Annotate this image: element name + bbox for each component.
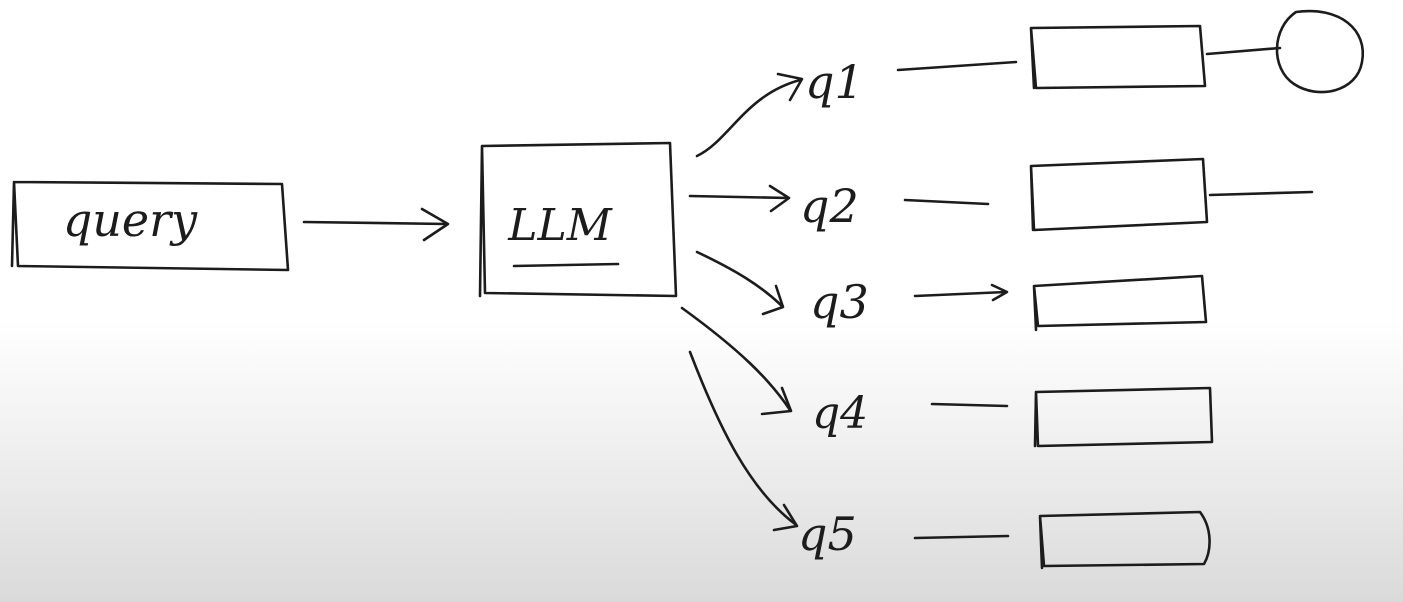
query-to-llm-arrow (302, 207, 450, 242)
query-label: query (63, 193, 198, 247)
llm-to-q2-arrow (688, 184, 791, 213)
q1-result-box (1029, 24, 1207, 90)
sub-query-label-q1: q1 (805, 55, 864, 109)
q1-connector (896, 60, 1018, 72)
q3-connector (913, 283, 1009, 302)
llm-node: LLM (478, 141, 678, 298)
llm-to-q4-arrow (680, 306, 793, 416)
result-node-circle (1275, 9, 1365, 94)
sub-query-label-q4: q4 (812, 388, 868, 439)
q1-to-node-connector (1205, 46, 1282, 56)
q3-result-box (1032, 274, 1208, 332)
q5-connector (913, 534, 1010, 540)
q2-trailing-connector (1208, 190, 1314, 197)
sub-query-label-q5: q5 (798, 507, 857, 561)
query-node: query (10, 180, 290, 272)
q4-connector (930, 402, 1009, 408)
q2-connector (903, 198, 990, 206)
llm-to-q5-arrow (688, 350, 799, 532)
llm-to-q3-arrow (695, 250, 785, 316)
sub-query-label-q2: q2 (800, 179, 859, 233)
q5-result-box (1038, 510, 1211, 570)
llm-underline (512, 262, 620, 268)
q4-result-box (1033, 386, 1214, 448)
sub-query-label-q3: q3 (810, 275, 869, 329)
llm-to-q1-arrow (695, 72, 804, 158)
llm-label: LLM (507, 200, 612, 251)
q2-result-box (1029, 157, 1209, 232)
